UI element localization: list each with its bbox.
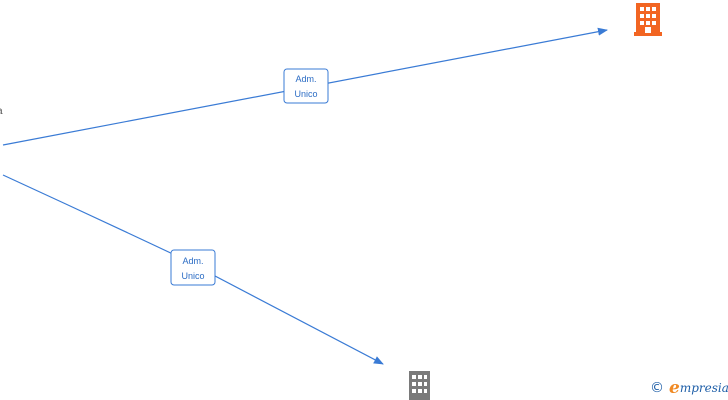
company-node-top-right[interactable] — [634, 3, 662, 36]
company-node-bottom[interactable] — [409, 371, 430, 400]
empresia-watermark: © e mpresia — [650, 378, 728, 398]
edge-role-label[interactable]: Adm. Unico — [283, 68, 329, 104]
edge-role-label-box — [170, 249, 216, 286]
edge-role-label-line1: Adm. — [295, 74, 316, 84]
edge-to-bottom-company: Adm. Unico — [2, 174, 384, 365]
edge-role-label-box — [283, 68, 329, 104]
brand-logo-initial: e — [669, 378, 680, 398]
edge-to-top-right-company: Adm. Unico — [2, 27, 608, 146]
copyright-symbol: © — [650, 380, 664, 396]
edge-role-label[interactable]: Adm. Unico — [170, 249, 216, 286]
building-icon — [409, 371, 430, 400]
building-icon — [634, 3, 662, 36]
edge-line — [2, 174, 384, 365]
edge-role-label-line2: Unico — [181, 271, 204, 281]
person-node-label-fragment: a — [0, 106, 3, 117]
brand-logo-text: mpresia — [679, 381, 728, 395]
edge-role-label-line2: Unico — [294, 89, 317, 99]
edge-role-label-line1: Adm. — [182, 256, 203, 266]
